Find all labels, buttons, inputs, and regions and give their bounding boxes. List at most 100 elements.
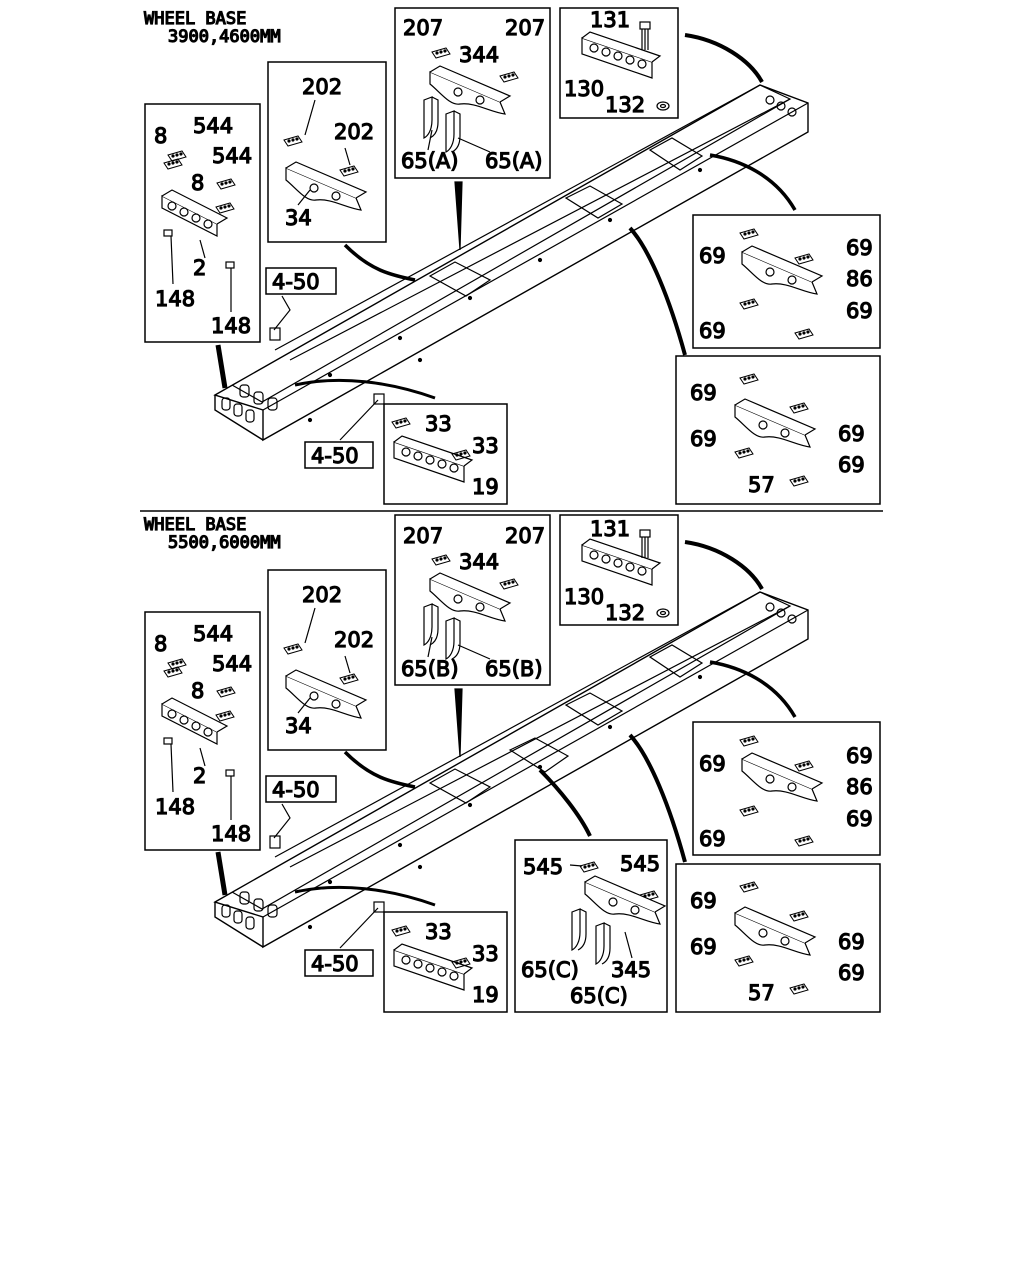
plate-part-148: [225, 261, 235, 269]
crossmember-part-345: [584, 875, 666, 925]
plate-part-207: [431, 47, 451, 59]
bracket-part-65b: [445, 617, 461, 660]
part-label: 544: [193, 114, 233, 138]
plate-part-202: [339, 165, 359, 177]
part-label: 65(C): [570, 984, 628, 1008]
part-label: 544: [212, 652, 252, 676]
part-label: 69: [699, 827, 726, 851]
plate-part-69: [789, 475, 809, 487]
reference-box[interactable]: [304, 441, 374, 469]
wheel-base-heading: WHEEL BASE: [144, 9, 246, 29]
leader-curve: [294, 378, 436, 400]
part-label: 86: [846, 775, 873, 799]
wheel-base-values: 5500,6000MM: [168, 533, 281, 553]
part-label: 69: [838, 453, 865, 477]
part-label: 69: [846, 236, 873, 260]
part-box-crossmember-57: [675, 863, 881, 1013]
crossmember-part-86: [741, 245, 823, 295]
part-label: 69: [690, 935, 717, 959]
plate-part-69: [739, 373, 759, 385]
part-label: 65(B): [401, 657, 459, 681]
plate-part-544: [167, 658, 187, 670]
part-label: 69: [699, 244, 726, 268]
part-label: 69: [838, 961, 865, 985]
part-label: 2: [193, 256, 206, 280]
leader-wedge: [454, 181, 463, 251]
crossmember-part-2: [161, 189, 228, 237]
plate-part-8: [215, 710, 235, 722]
reference-label[interactable]: 4-50: [310, 951, 359, 976]
part-label: 2: [193, 764, 206, 788]
reference-label[interactable]: 4-50: [271, 269, 320, 294]
part-box-crossmember-345: [514, 839, 668, 1013]
part-label: 345: [611, 958, 651, 982]
bracket-part-65a: [423, 96, 439, 139]
part-label: 86: [846, 267, 873, 291]
part-label: 207: [505, 16, 545, 40]
plate-part-544: [216, 686, 236, 698]
crossmember-part-2: [161, 697, 228, 745]
plate-part-8: [215, 202, 235, 214]
part-box-front-crossmember: [144, 103, 261, 343]
plate-part-202: [283, 135, 303, 147]
part-label: 19: [472, 983, 499, 1007]
reference-box[interactable]: [265, 775, 337, 803]
plate-part-33: [391, 417, 411, 429]
nut-part-132: [656, 101, 670, 111]
plate-part-69: [739, 298, 759, 310]
part-label: 69: [838, 930, 865, 954]
part-label: 130: [564, 77, 604, 101]
part-label: 207: [403, 16, 443, 40]
part-label: 69: [699, 752, 726, 776]
part-label: 202: [334, 120, 374, 144]
part-label: 148: [155, 287, 195, 311]
plate-part-69: [739, 228, 759, 240]
part-label: 148: [155, 795, 195, 819]
part-box-rear-crossmember: [559, 7, 679, 119]
wheel-base-values: 3900,4600MM: [168, 27, 281, 47]
part-box-crossmember-344: [394, 7, 551, 179]
part-label: 344: [459, 550, 499, 574]
bracket-part-65a: [445, 110, 461, 153]
part-label: 130: [564, 585, 604, 609]
reference-box[interactable]: [304, 949, 374, 977]
reference-label[interactable]: 4-50: [271, 777, 320, 802]
part-label: 8: [154, 124, 167, 148]
part-label: 148: [211, 314, 251, 338]
part-box-front-crossmember: [144, 611, 261, 851]
bracket-part-65b: [423, 603, 439, 646]
bolt-part-131: [639, 21, 651, 51]
part-label: 69: [838, 422, 865, 446]
leader-curve: [684, 33, 764, 84]
plate-part-207: [499, 71, 519, 83]
part-label: 545: [620, 852, 660, 876]
plate-part-69: [734, 447, 754, 459]
reference-label[interactable]: 4-50: [310, 443, 359, 468]
part-label: 34: [285, 206, 312, 230]
part-label: 69: [690, 381, 717, 405]
part-label: 207: [403, 524, 443, 548]
plate-part-545: [579, 861, 599, 873]
part-box-rear-crossmember: [559, 514, 679, 626]
part-label: 148: [211, 822, 251, 846]
part-label: 8: [191, 679, 204, 703]
crossmember-part-344: [429, 572, 511, 622]
part-label: 69: [690, 427, 717, 451]
part-label: 19: [472, 475, 499, 499]
section-lower: WHEEL BASE 5500,6000MM 8 544 544 8 2 148…: [143, 514, 881, 1013]
part-label: 69: [846, 744, 873, 768]
part-box-crossmember-34: [267, 569, 387, 751]
part-label: 132: [605, 93, 645, 117]
reference-box[interactable]: [265, 267, 337, 295]
part-label: 69: [690, 889, 717, 913]
part-box-crossmember-86: [692, 214, 881, 349]
bracket-part-65c: [571, 908, 587, 951]
part-label: 33: [472, 434, 499, 458]
bracket-part-65c: [595, 922, 611, 965]
part-label: 544: [212, 144, 252, 168]
part-label: 65(A): [485, 149, 542, 173]
part-label: 207: [505, 524, 545, 548]
part-box-crossmember-86: [692, 721, 881, 856]
part-label: 8: [191, 171, 204, 195]
part-label: 132: [605, 601, 645, 625]
